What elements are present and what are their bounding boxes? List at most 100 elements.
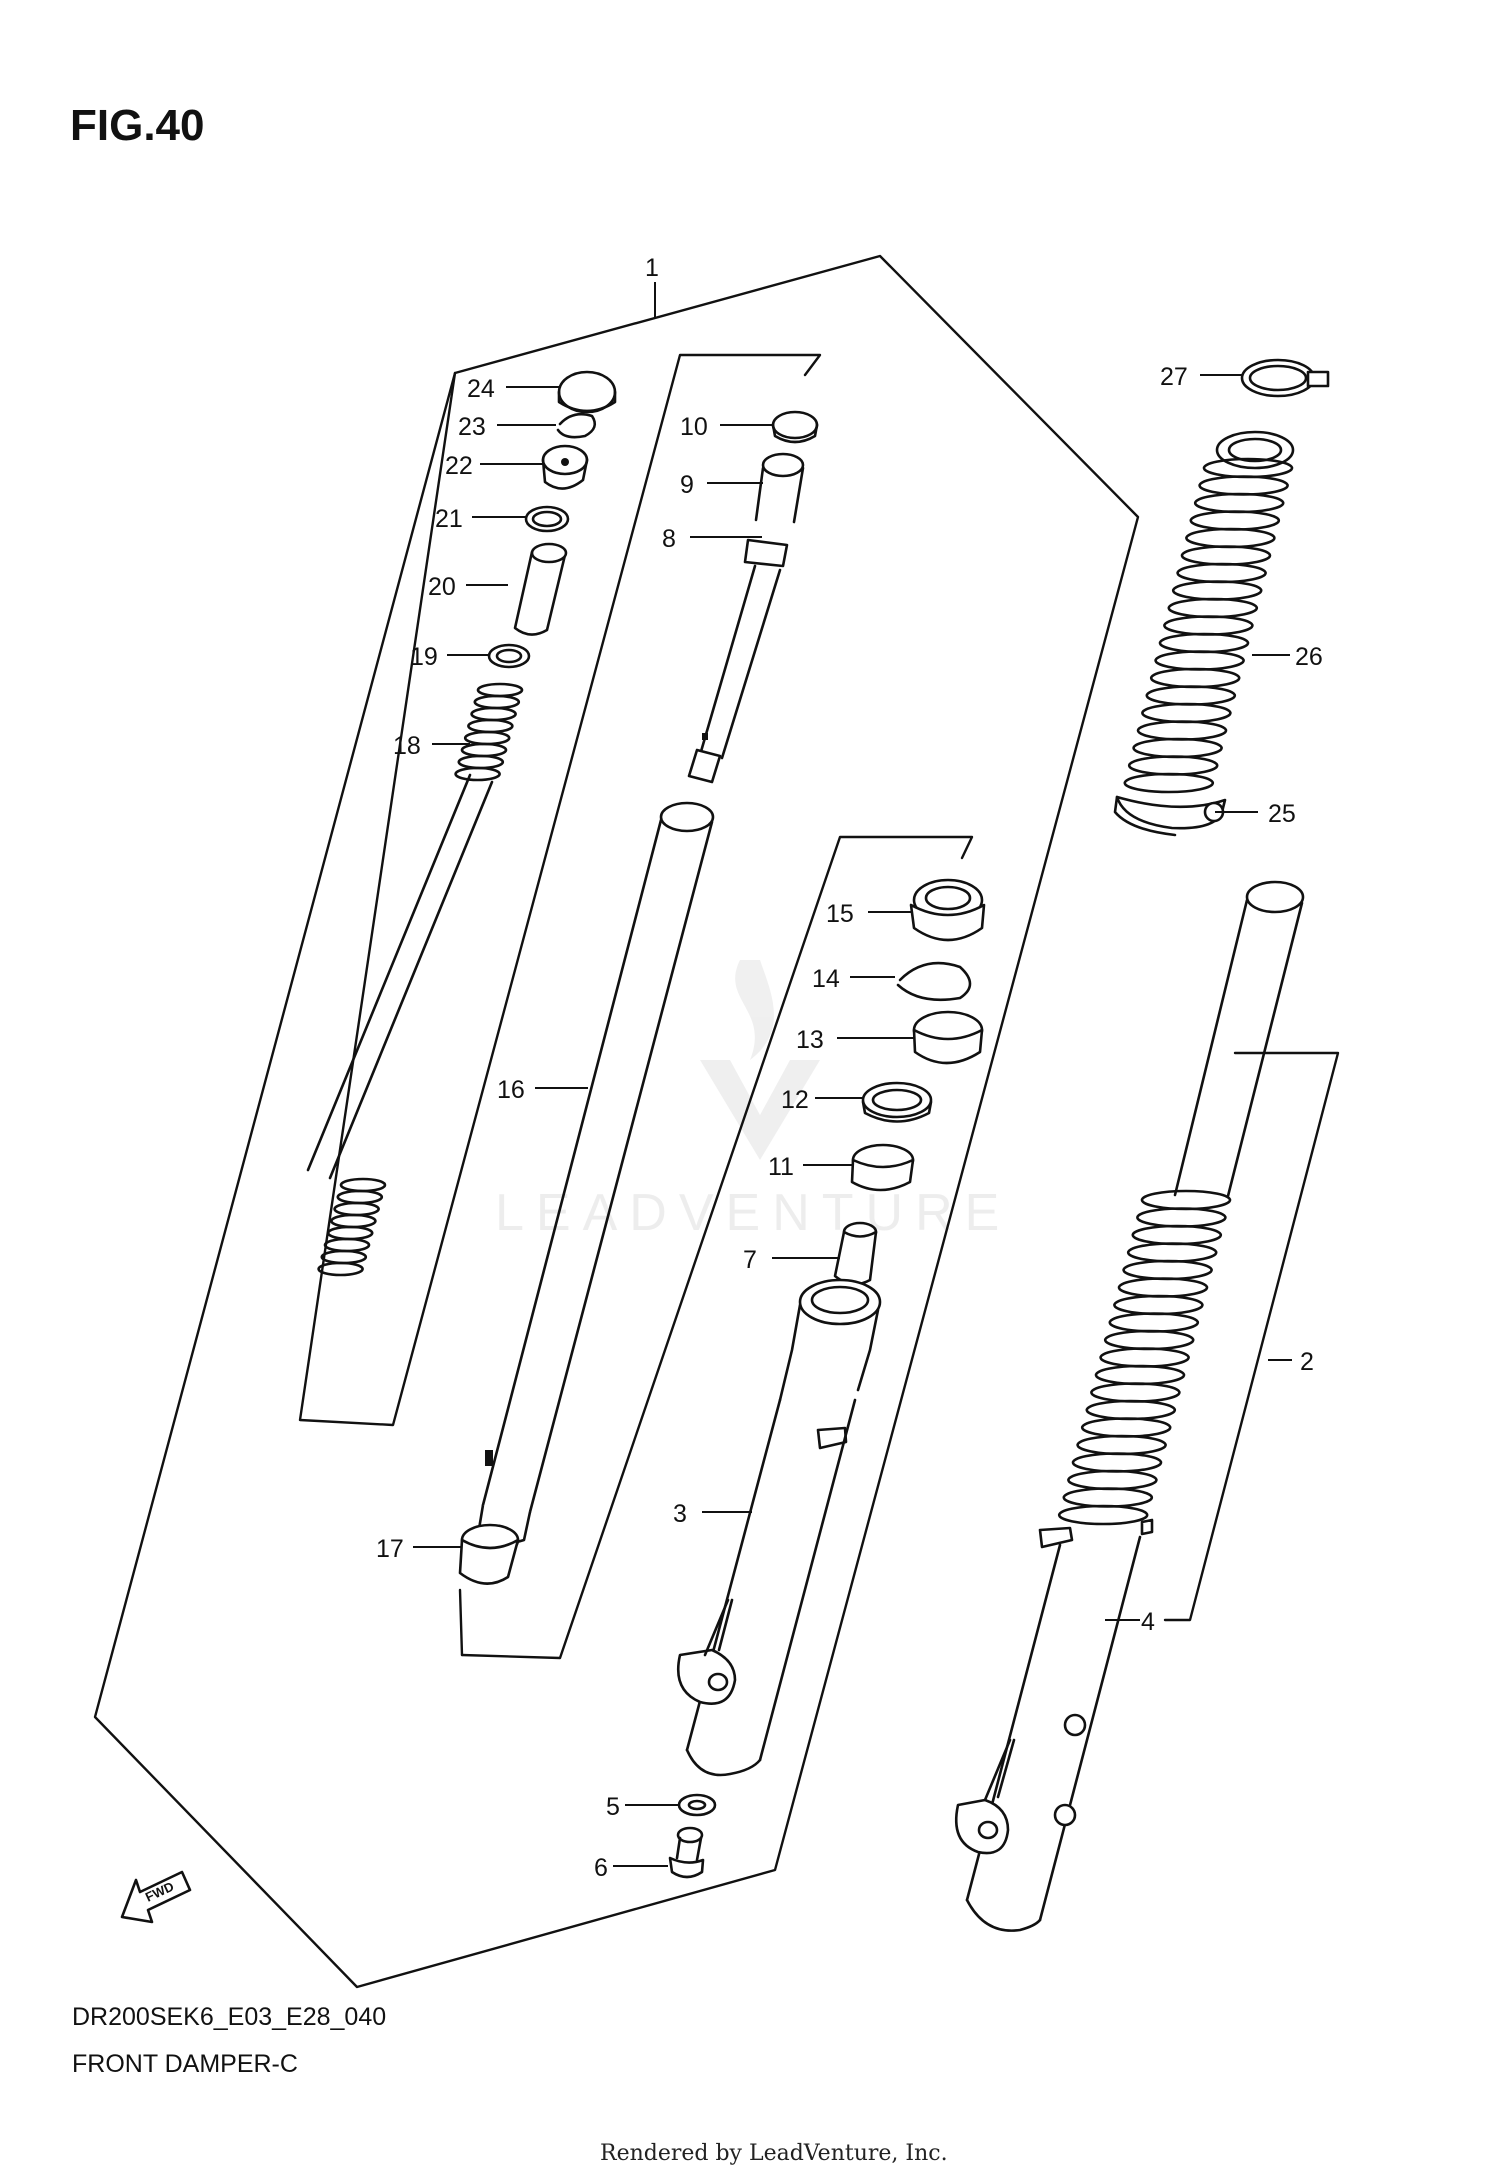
part-23-circlip	[556, 412, 597, 439]
boot-pleat	[1067, 1469, 1158, 1491]
boot-pleat	[1127, 755, 1219, 776]
watermark-text: LEADVENTURE	[495, 1184, 1011, 1242]
boot-pleat	[1062, 1487, 1154, 1508]
callout-3: 3	[673, 1500, 687, 1528]
boot-pleat	[1141, 702, 1232, 724]
boot-pleat	[1149, 667, 1241, 689]
boot-pleat	[1163, 615, 1254, 636]
footer-credit: Rendered by LeadVenture, Inc.	[600, 2141, 948, 2166]
fwd-direction-arrow: FWD	[120, 1870, 192, 1924]
spring-coil	[326, 1225, 374, 1241]
part-3-outer-tube	[676, 1278, 882, 1777]
callout-24: 24	[467, 375, 495, 403]
boot-pleat	[1131, 1224, 1223, 1246]
part-6-bolt	[668, 1826, 705, 1879]
part-22-bolt	[541, 444, 589, 490]
callout-17: 17	[376, 1535, 404, 1563]
part-11-bushing	[850, 1143, 915, 1192]
callout-19: 19	[410, 643, 438, 671]
spring-coil	[460, 742, 508, 758]
spring-coil	[330, 1213, 377, 1229]
callout-5: 5	[606, 1793, 620, 1821]
part-20-spacer	[513, 542, 568, 636]
part-5-gasket	[677, 1793, 717, 1817]
boot-pleat	[1176, 562, 1267, 584]
spring-coil	[454, 766, 501, 782]
spring-coil	[320, 1249, 368, 1265]
boot-pleat	[1057, 1504, 1149, 1526]
callout-27: 27	[1160, 363, 1188, 391]
spring-coil	[463, 730, 511, 746]
boot-pleat	[1094, 1364, 1186, 1386]
part-12-washer	[861, 1081, 933, 1123]
boot-pleat	[1117, 1277, 1209, 1298]
part-16-inner-tube	[476, 801, 715, 1545]
callout-1: 1	[645, 254, 659, 282]
part-13-guide-bush	[912, 1010, 984, 1065]
leg-2-bracket	[1163, 1051, 1340, 1622]
boot-pleat	[1108, 1312, 1200, 1333]
callout-12: 12	[781, 1086, 809, 1114]
part-21-washer	[524, 505, 570, 533]
figure-title: FIG.40	[70, 101, 205, 150]
callout-22: 22	[445, 452, 473, 480]
boot-pleat	[1122, 1259, 1213, 1281]
boot-pleat	[1085, 1399, 1177, 1421]
callout-21: 21	[435, 505, 463, 533]
callout-20: 20	[428, 573, 456, 601]
spring-coil	[476, 682, 524, 698]
model-code-caption: DR200SEK6_E03_E28_040	[72, 2003, 386, 2031]
part-24-cap	[557, 370, 617, 414]
boot-pleat	[1180, 545, 1272, 566]
boot-pleat	[1171, 580, 1263, 601]
boot-pleat	[1076, 1434, 1167, 1456]
boot-pleat	[1132, 737, 1223, 759]
callout-labels: 1 2 3 4 5 6 7 8 9 10 11 12 13 14 15 16 1…	[376, 254, 1323, 1882]
spring-coil	[467, 718, 514, 734]
boot-pleat	[1189, 510, 1281, 531]
boot-pleat	[1103, 1329, 1195, 1351]
part-18-spring	[306, 682, 524, 1277]
callout-16: 16	[497, 1076, 525, 1104]
callout-25: 25	[1268, 800, 1296, 828]
spring-coil	[333, 1201, 380, 1217]
part-25-clamp	[1113, 795, 1227, 837]
part-8-9-damper-rod	[687, 452, 805, 784]
boot-pleat	[1136, 1207, 1227, 1228]
callout-18: 18	[393, 732, 421, 760]
boot-pleat	[1071, 1452, 1163, 1473]
assembly-1-outline	[93, 254, 1140, 1989]
boot-pleat	[1126, 1242, 1218, 1263]
callout-11: 11	[768, 1153, 794, 1181]
spring-coil	[473, 694, 521, 710]
boot-pleat	[1113, 1294, 1204, 1316]
part-26-boot	[1123, 430, 1295, 794]
part-2-leg-assembly	[954, 880, 1305, 1932]
boot-pleat	[1136, 720, 1228, 741]
watermark: LEADVENTURE	[495, 960, 1011, 1242]
boot-pleat	[1080, 1417, 1172, 1438]
spring-coil	[339, 1177, 387, 1193]
callout-2: 2	[1300, 1348, 1314, 1376]
callout-9: 9	[680, 471, 694, 499]
spring-coil	[317, 1261, 364, 1277]
part-27-clamp	[1240, 358, 1330, 398]
spring-coil	[336, 1189, 384, 1205]
boot-pleat	[1198, 475, 1289, 496]
part-17-bushing	[458, 1523, 520, 1585]
spring-coil	[470, 706, 517, 722]
part-19-washer	[487, 643, 531, 669]
boot-pleat	[1167, 597, 1259, 619]
spring-coil	[323, 1237, 371, 1253]
assembly-outlines	[93, 254, 1340, 1989]
callout-10: 10	[680, 413, 708, 441]
boot-pleat	[1185, 527, 1276, 549]
callout-13: 13	[796, 1026, 824, 1054]
callout-26: 26	[1295, 643, 1323, 671]
boot-pleat	[1140, 1189, 1232, 1211]
boot-pleat	[1145, 685, 1237, 706]
boot-pleat	[1123, 772, 1215, 794]
callout-14: 14	[812, 965, 840, 993]
callout-6: 6	[594, 1854, 608, 1882]
